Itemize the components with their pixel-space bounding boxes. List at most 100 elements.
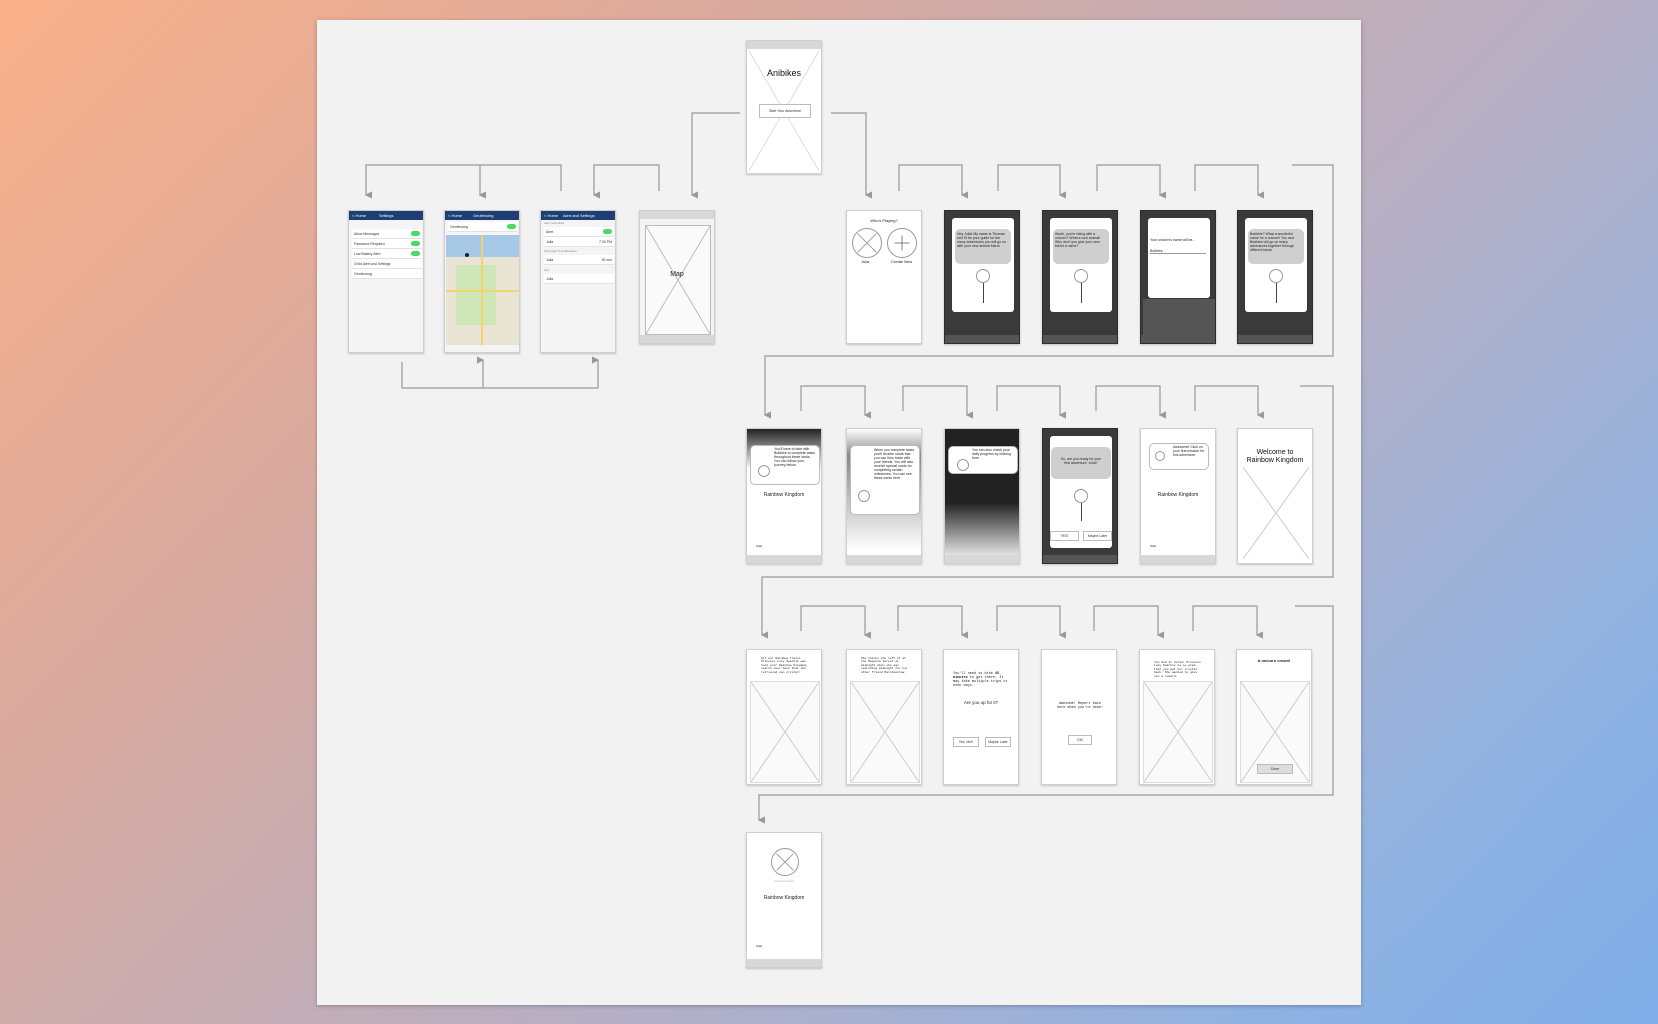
story-image-placeholder (750, 681, 820, 783)
settings-row[interactable]: Geofencing (352, 269, 422, 279)
ok-button[interactable]: OK! (1068, 735, 1092, 745)
story-screen-2: She thinks she left it at the Magenta Fo… (846, 649, 922, 785)
map-placeholder[interactable] (645, 225, 711, 335)
row-value[interactable]: 7:30 PM (598, 240, 612, 244)
kingdom-title: Rainbow Kingdom (763, 895, 805, 901)
story-screen-4: Awesome! Report back here when you're do… (1041, 649, 1117, 785)
toggle-switch[interactable] (411, 231, 420, 236)
tutorial-message: You can also check your daily progress b… (972, 448, 1011, 461)
toggle-switch[interactable] (411, 241, 420, 246)
unicorn-name-input[interactable]: Bubbles (1150, 249, 1206, 255)
status-bar (747, 41, 821, 49)
guide-avatar (1074, 489, 1088, 503)
bike-time-text: You'll need to bike 45 minutes to get th… (953, 672, 1011, 688)
ready-screen: So, are you ready for your first adventu… (1042, 428, 1118, 564)
reward-text: You did it Julia! Princess Lucy Sparkle … (1154, 661, 1201, 678)
tab-bar (1141, 335, 1215, 343)
progress-tutorial-screen: You can also check your daily progress b… (944, 428, 1020, 564)
story-text: All our Rainbow Travel Princess Lucy Spa… (761, 657, 808, 674)
location-pin-icon (465, 253, 469, 257)
add-player-button[interactable] (887, 228, 917, 258)
toggle-switch[interactable] (603, 229, 612, 234)
story-screen-3: You'll need to bike 45 minutes to get th… (943, 649, 1019, 785)
nav-title: Settings (379, 213, 394, 218)
speech-bubble (1248, 229, 1304, 264)
first-mission-screen: Awesome! Click on your first mission for… (1140, 428, 1216, 564)
guide-avatar (758, 465, 770, 477)
player-avatar[interactable] (852, 228, 882, 258)
kingdom-title: Rainbow Kingdom (1157, 492, 1199, 498)
intro-unicorn-screen: Woah, you're riding with a unicorn? What… (1042, 210, 1118, 344)
guide-avatar (1269, 269, 1283, 283)
toggle-switch[interactable] (507, 224, 516, 229)
row-value[interactable]: 30 min (601, 258, 612, 262)
bike-time-suffix: to get there. It may take multiple trips… (953, 676, 1008, 689)
tutorial-message: When you complete tasks you'll receive c… (874, 448, 915, 481)
tab-bar (1238, 335, 1312, 343)
row-label: Allow Messages (354, 232, 380, 236)
guide-figure (1276, 283, 1277, 303)
guide-avatar (957, 459, 969, 471)
name-prompt: Your unicorn's name will be... (1150, 238, 1196, 242)
name-unicorn-screen: Your unicorn's name will be... Bubbles (1140, 210, 1216, 344)
challenge-question: Are you up for it? (963, 700, 999, 705)
guide-figure (1081, 503, 1082, 521)
section-label: Ask (544, 268, 550, 272)
reward-badge[interactable] (771, 848, 799, 876)
section-label: Only Alert Time Between (544, 249, 577, 253)
bike-time-duration: 45 minutes (953, 672, 1000, 681)
settings-row[interactable]: Low Battery Alert (352, 249, 422, 259)
row-label: Geofencing (450, 225, 468, 229)
guide-message: Hey Julia! My name is Thomas and I'll be… (957, 232, 1007, 249)
report-text: Awesome! Report back here when you're do… (1056, 702, 1104, 711)
alert-row[interactable]: Julia 7:30 PM (544, 237, 614, 247)
settings-row[interactable]: Child Alert and Settings (352, 259, 422, 269)
row-label: Password Required (354, 242, 385, 246)
bubbles-intro-screen: Bubbles? What a wonderful name for a uni… (1237, 210, 1313, 344)
speech-bubble (850, 445, 920, 515)
start-adventure-button[interactable]: Start Your Adventure (759, 104, 811, 118)
speech-bubble (955, 229, 1011, 264)
guide-figure (1081, 283, 1082, 303)
back-button[interactable]: < Home (352, 213, 367, 218)
speech-bubble (1053, 229, 1109, 264)
back-button[interactable]: < Home (544, 213, 559, 218)
image-placeholder (1243, 467, 1309, 559)
settings-row[interactable]: Allow Messages (352, 229, 422, 239)
yes-button[interactable]: YES! (1050, 531, 1079, 541)
story-screen-5: You did it Julia! Princess Lucy Sparkle … (1139, 649, 1215, 785)
map-view[interactable] (446, 235, 519, 345)
tab-bar (640, 335, 714, 343)
guide-avatar (1155, 451, 1165, 461)
start-marker: Start (756, 944, 763, 948)
cards-tutorial-screen: When you complete tasks you'll receive c… (846, 428, 922, 564)
settings-row[interactable]: Password Required (352, 239, 422, 249)
toggle-switch[interactable] (411, 251, 420, 256)
back-button[interactable]: < Home (448, 213, 463, 218)
done-button[interactable]: Done (1257, 764, 1293, 774)
tab-bar (1141, 555, 1215, 563)
maybe-later-button[interactable]: Maybe Later (1083, 531, 1112, 541)
maybe-later-button[interactable]: Maybe Later (985, 737, 1011, 747)
alert-row[interactable]: Alert (544, 227, 614, 237)
start-marker: Start (1150, 544, 1157, 548)
row-label: Alert (546, 230, 554, 234)
final-kingdom-screen: Unicorn Crown Rainbow Kingdom Start (746, 832, 822, 968)
nav-bar: < Home Settings (349, 211, 423, 220)
row-label: Geofencing (354, 272, 372, 276)
guide-avatar (976, 269, 990, 283)
accept-button[interactable]: Yes, Me!! (953, 737, 979, 747)
geofencing-toggle-row[interactable]: Geofencing (448, 222, 518, 232)
row-label: Julia (546, 240, 554, 244)
tab-bar (945, 555, 1019, 563)
road (446, 290, 519, 292)
alert-row[interactable]: Julia (544, 274, 614, 284)
row-label: Julia (546, 277, 554, 281)
story-screen-6: A unicorn crown! Done (1236, 649, 1312, 785)
status-bar (640, 211, 714, 219)
ready-question: So, are you ready for your first adventu… (1060, 457, 1102, 466)
story-text: She thinks she left it at the Magenta Fo… (861, 657, 908, 674)
